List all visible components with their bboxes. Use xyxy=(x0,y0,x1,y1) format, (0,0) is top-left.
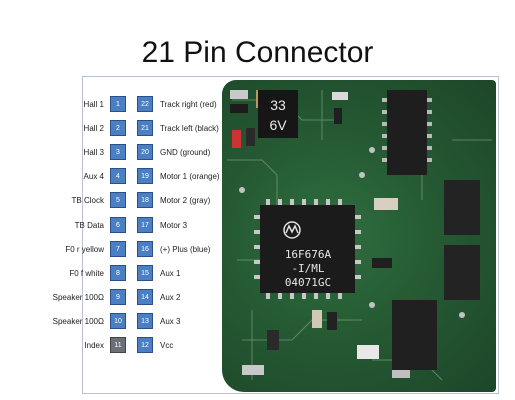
pin-label-right: Aux 3 xyxy=(160,316,181,326)
pin-right: 18 xyxy=(137,192,153,209)
pin-label-right: (+) Plus (blue) xyxy=(160,244,211,254)
pin-left: 10 xyxy=(110,312,126,329)
pin-right: 19 xyxy=(137,168,153,185)
pin-right: 15 xyxy=(137,264,153,281)
pin-right: 17 xyxy=(137,216,153,233)
right-chip-lower xyxy=(444,245,480,300)
pin-label-left: TB Clock xyxy=(71,196,104,206)
pin-label-right: Aux 2 xyxy=(160,292,181,302)
pin-left: 3 xyxy=(110,144,126,161)
pin-label-left: Speaker 100Ω xyxy=(52,292,104,302)
capacitor-text-2: 6V xyxy=(269,117,287,133)
bottom-right-chip xyxy=(392,300,437,370)
pin-right: 20 xyxy=(137,144,153,161)
pin-label-right: Vcc xyxy=(160,341,174,350)
pin-right: 21 xyxy=(137,120,153,137)
pin-right: 16 xyxy=(137,240,153,257)
pin-label-right: Motor 2 (gray) xyxy=(160,196,211,206)
chip-line-2: -I/ML xyxy=(291,262,324,275)
pin-right: 14 xyxy=(137,288,153,305)
pin-label-left: F0 r yellow xyxy=(65,244,104,254)
pin-label-right: GND (ground) xyxy=(160,148,211,158)
pin-label-right: Motor 1 (orange) xyxy=(160,172,220,182)
pin-label-right: Aux 1 xyxy=(160,268,181,278)
pin-label-left: Hall 2 xyxy=(83,124,104,134)
pin-left: 1 xyxy=(110,96,126,112)
pin-left: 8 xyxy=(110,264,126,281)
pin-label-right: Track left (black) xyxy=(160,124,219,134)
pin-label-right: Motor 3 xyxy=(160,220,188,230)
pin-left: 11 xyxy=(110,337,126,353)
pin-left: 5 xyxy=(110,192,126,209)
top-right-chip xyxy=(387,90,427,175)
pin-label-left: Index xyxy=(84,341,104,350)
pin-label-left: Hall 3 xyxy=(83,148,104,158)
pin-label-left: TB Data xyxy=(74,220,104,230)
pin-label-right: Track right (red) xyxy=(160,100,217,109)
pcb-photo: 33 6V 16F676A -I/ML 04071GC xyxy=(222,80,496,392)
pin-left: 6 xyxy=(110,216,126,233)
chip-line-1: 16F676A xyxy=(285,248,332,261)
capacitor-text-1: 33 xyxy=(270,97,286,113)
pin-left: 7 xyxy=(110,240,126,257)
pin-label-left: F0 f white xyxy=(69,268,104,278)
pin-left: 4 xyxy=(110,168,126,185)
page-title: 21 Pin Connector xyxy=(141,36,374,69)
microcontroller-chip xyxy=(260,205,355,293)
pin-right: 12 xyxy=(137,337,153,353)
pin-right: 22 xyxy=(137,96,153,112)
pin-left: 9 xyxy=(110,288,126,305)
pin-label-left: Speaker 100Ω xyxy=(52,316,104,326)
pin-label-left: Hall 1 xyxy=(83,100,104,109)
pin-right: 13 xyxy=(137,312,153,329)
pin-label-left: Aux 4 xyxy=(83,172,104,182)
microchip-logo-icon xyxy=(283,221,301,239)
pin-left: 2 xyxy=(110,120,126,137)
capacitor xyxy=(258,90,298,138)
pcb-drawing: 33 6V 16F676A -I/ML 04071GC xyxy=(227,90,492,381)
chip-line-3: 04071GC xyxy=(285,276,331,289)
right-chip-upper xyxy=(444,180,480,235)
